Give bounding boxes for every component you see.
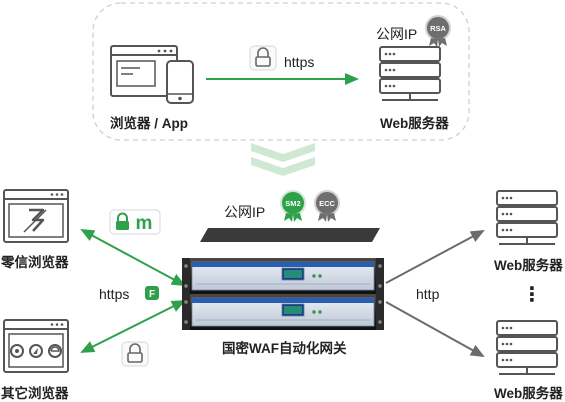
lock-icon-gray	[121, 341, 149, 367]
top-https-label: https	[284, 54, 315, 70]
sm2-badge-text: SM2	[285, 199, 300, 208]
other-browser-label: 其它浏览器	[1, 386, 69, 401]
browser-app-icon	[110, 45, 194, 104]
chevron-down-icon	[251, 143, 315, 176]
ecc-badge-text: ECC	[319, 199, 335, 208]
zero-trust-browser-label: 零信浏览器	[1, 255, 69, 270]
gateway-public-ip-label: 公网IP	[224, 204, 266, 220]
http-arrow-bottom	[385, 301, 485, 357]
server-ellipsis: ⋮	[522, 284, 542, 306]
ecc-badge: ECC	[314, 190, 340, 222]
lock-icon	[249, 45, 277, 71]
browser-app-label: 浏览器 / App	[110, 116, 188, 131]
f-badge: F	[145, 286, 159, 300]
top-scenario-frame	[92, 2, 470, 141]
http-arrow-top	[385, 230, 485, 284]
sm2-badge: SM2	[280, 190, 306, 222]
right-web-server-bottom-label: Web服务器	[494, 386, 563, 401]
right-web-server-top-label: Web服务器	[494, 258, 563, 273]
top-web-server-label: Web服务器	[380, 116, 449, 131]
web-server-icon-right-bottom	[496, 320, 558, 375]
left-https-label: https	[99, 286, 130, 302]
other-browser-icon	[3, 319, 69, 373]
gateway-label: 国密WAF自动化网关	[222, 341, 347, 356]
other-https-arrow	[80, 300, 186, 353]
right-http-label: http	[416, 286, 440, 302]
zero-trust-browser-icon	[3, 189, 69, 243]
rsa-badge-text: RSA	[430, 24, 446, 33]
m-badge: m	[136, 213, 153, 234]
web-server-icon	[379, 46, 441, 101]
lock-icon-green	[109, 209, 161, 235]
f-badge-text: F	[149, 289, 155, 300]
top-public-ip-label: 公网IP	[376, 26, 418, 42]
web-server-icon-right-top	[496, 190, 558, 245]
rsa-badge: RSA	[425, 15, 451, 47]
waf-gateway-appliance	[182, 228, 384, 330]
zero-trust-https-arrow	[80, 229, 186, 286]
